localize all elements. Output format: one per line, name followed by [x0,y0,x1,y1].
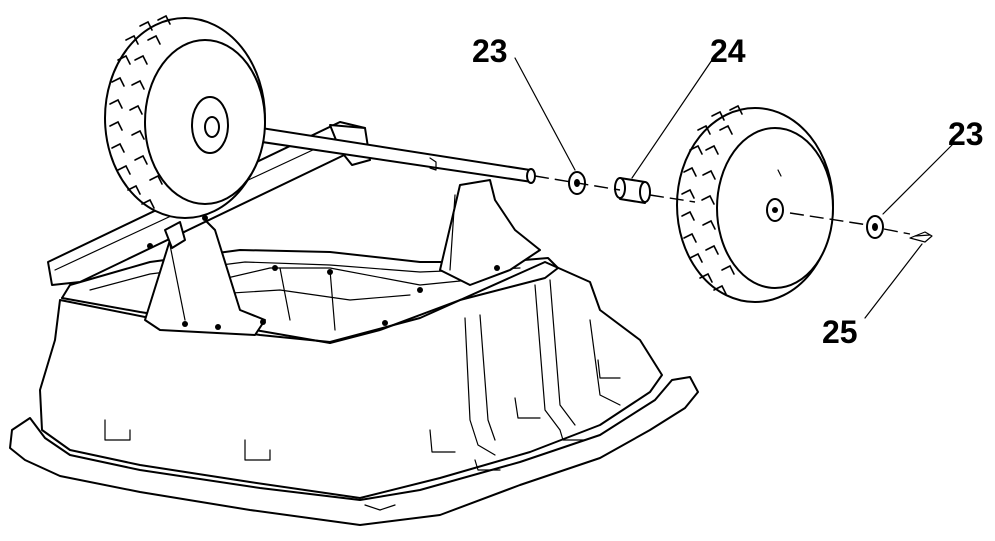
assembly-centerline [534,175,911,235]
leader-spacer [631,59,713,179]
washer-right [866,215,884,239]
leader-washer-right [882,141,956,215]
callout-23-left: 23 [472,33,508,69]
left-wheel [104,14,266,219]
cotter-pin [909,231,933,243]
right-wheel [676,104,834,303]
spacer [614,177,651,204]
callout-23-right: 23 [948,116,984,152]
leader-washer-left [514,57,576,171]
leader-cotter-pin [864,243,923,319]
callout-24: 24 [710,33,746,69]
mower-deck [9,249,699,526]
callout-25: 25 [822,314,858,350]
handle-bracket [144,179,541,336]
